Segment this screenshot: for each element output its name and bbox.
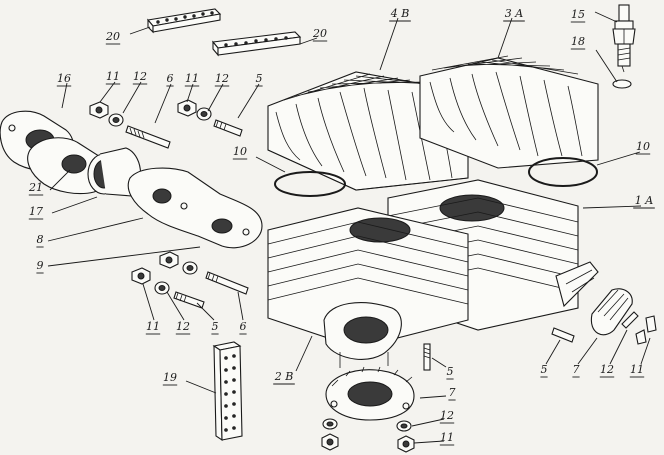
leader-line-10b	[596, 151, 641, 166]
leader-line-4B	[379, 17, 399, 71]
callout-label-9: 9	[37, 259, 44, 272]
callout-layer: 20 20 4 B 3 A 15 18 16 11 12 6 11 12 5 10 10 1 A 21 17 8 9 1…	[28, 7, 655, 446]
part-20-terminal-block-lower	[211, 31, 302, 57]
leader-line-17	[51, 196, 98, 214]
leader-line-19	[185, 380, 217, 394]
part-5-7-12-11-right-group	[551, 288, 657, 345]
leader-line-11b	[186, 83, 194, 103]
leader-line-6a	[154, 83, 172, 124]
part-15-spark-plug	[612, 4, 636, 73]
callout-label-5c: 5	[447, 365, 454, 378]
callout-label-3A: 3 A	[505, 7, 523, 20]
callout-label-18: 18	[571, 35, 585, 48]
callout-label-20a: 20	[105, 30, 120, 43]
callout-label-5a: 5	[256, 72, 263, 85]
callout-label-12a: 12	[133, 70, 147, 83]
leader-line-11a	[99, 81, 116, 103]
leader-line-5d	[545, 339, 561, 365]
leader-line-15	[594, 11, 618, 23]
callout-label-21: 21	[28, 181, 43, 194]
leader-line-20a	[129, 26, 151, 35]
leader-line-7b	[419, 395, 447, 399]
part-21-flange-gasket	[27, 137, 109, 195]
callout-label-6b: 6	[240, 320, 247, 333]
part-2b-cylinder-barrel-left	[267, 207, 469, 368]
leader-line-11e	[413, 440, 445, 444]
callout-label-11c: 11	[146, 320, 160, 333]
part-5-6-studs-lower-left	[173, 271, 249, 309]
leader-line-5c	[431, 357, 447, 368]
callout-label-5b: 5	[212, 320, 219, 333]
leader-line-3A	[497, 17, 513, 59]
part-11-12-nut-washer-bottom-center	[321, 418, 415, 453]
callout-label-8: 8	[37, 233, 44, 246]
callout-label-7b: 7	[449, 386, 456, 399]
leader-line-1A	[582, 205, 642, 209]
callout-label-12b: 12	[215, 72, 229, 85]
callout-label-11b: 11	[185, 72, 199, 85]
callout-label-11d: 11	[630, 363, 644, 376]
callout-label-12e: 12	[440, 409, 454, 422]
leader-line-11d	[640, 337, 651, 365]
leader-line-18	[595, 49, 618, 83]
part-6-5-studs-upper	[125, 119, 243, 149]
part-7-exhaust-flange-nut	[325, 366, 415, 421]
leader-line-9	[47, 246, 201, 267]
leader-line-5b	[196, 302, 215, 321]
leader-line-7a	[577, 337, 598, 365]
leader-line-6b	[237, 291, 244, 321]
leader-line-11c	[142, 283, 155, 321]
callout-label-7a: 7	[573, 363, 580, 376]
callout-label-17: 17	[29, 205, 43, 218]
part-8-intake-manifold	[127, 167, 263, 249]
callout-label-12d: 12	[600, 363, 614, 376]
callout-label-10b: 10	[636, 140, 650, 153]
callout-label-5d: 5	[541, 363, 548, 376]
leader-line-10a	[255, 156, 286, 173]
callout-label-6a: 6	[167, 72, 174, 85]
part-10-head-gasket-right	[528, 157, 598, 187]
part-10-head-gasket-left	[274, 171, 346, 197]
callout-label-16: 16	[57, 72, 71, 85]
callout-label-4B: 4 B	[390, 7, 410, 20]
callout-label-11e: 11	[440, 431, 454, 444]
part-4b-cylinder-head-left	[267, 71, 469, 191]
callout-label-1A: 1 A	[635, 194, 653, 207]
leader-line-21	[49, 169, 71, 191]
part-20-terminal-block-top	[146, 8, 222, 34]
leader-line-12b	[207, 83, 224, 112]
leader-line-8	[47, 217, 144, 242]
leader-line-5a	[237, 83, 260, 119]
leader-line-2B	[295, 335, 313, 372]
callout-label-2B: 2 B	[274, 370, 294, 383]
callout-label-10a: 10	[233, 145, 247, 158]
part-19-terminal-strip	[212, 341, 243, 442]
part-11-12-nut-washer-lower-left	[131, 251, 198, 295]
leader-line-12a	[122, 81, 142, 114]
callout-label-15: 15	[571, 8, 585, 21]
part-5-stud-under-barrel	[423, 343, 431, 371]
callout-label-20b: 20	[312, 27, 327, 40]
leader-line-12e	[411, 418, 445, 427]
callout-label-19: 19	[163, 371, 177, 384]
leader-line-16	[61, 82, 68, 109]
callout-label-11a: 11	[106, 70, 120, 83]
leader-line-20b	[299, 37, 318, 45]
leader-line-12c	[166, 291, 185, 321]
part-18-plug-washer	[612, 79, 632, 89]
callout-label-12c: 12	[176, 320, 190, 333]
part-11-12-nut-washer-upper-left	[89, 99, 212, 127]
leader-line-12d	[609, 329, 628, 365]
